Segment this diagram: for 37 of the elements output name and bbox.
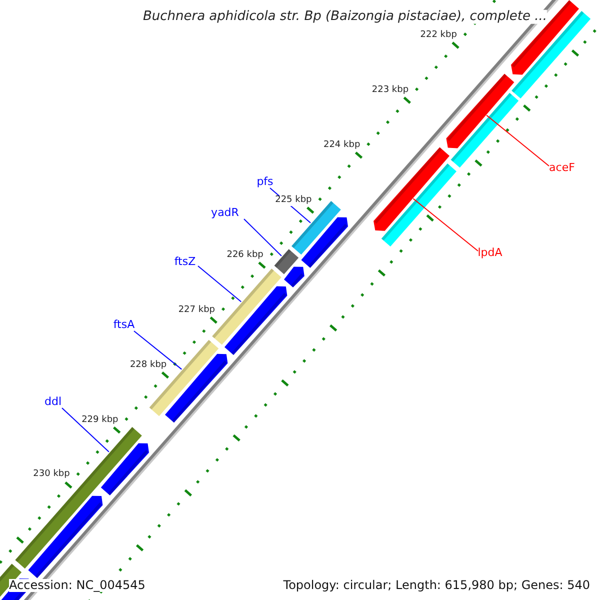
genome-info-text: Topology: circular; Length: 615,980 bp; Genes: 540: [283, 578, 590, 592]
gene-bar: [100, 443, 149, 496]
gene-bar: [446, 74, 514, 148]
gene-bar: [274, 249, 299, 274]
leader-line: [134, 330, 182, 370]
gene-bar: [381, 164, 456, 246]
gene-bar: [28, 496, 103, 578]
gene-label: yadR: [211, 206, 239, 220]
gene-bar: [165, 354, 228, 423]
scale-label: 229 kbp: [80, 416, 120, 426]
leader-line: [244, 218, 282, 256]
gene-bar: [284, 266, 304, 288]
gene-bar: [450, 92, 519, 168]
scale-label: 226 kbp: [226, 250, 264, 261]
gene-bar: [15, 427, 142, 569]
leader-line: [486, 114, 550, 166]
scale-label: 222 kbp: [419, 30, 458, 41]
leader-line: [412, 198, 478, 252]
scale-label: 225 kbp: [274, 196, 313, 206]
scale-label: 228 kbp: [128, 360, 168, 370]
gene-label: lpdA: [478, 246, 502, 260]
gene-bar: [149, 340, 219, 416]
gene-bar: [224, 286, 288, 355]
scale-label: 230 kbp: [32, 470, 71, 480]
gene-label: aceF: [549, 162, 575, 174]
gene-label: pfs: [256, 176, 274, 188]
leader-line: [62, 408, 110, 452]
gene-label: ddl: [44, 396, 62, 408]
gene-bar: [301, 217, 348, 268]
scale-label: 227 kbp: [177, 306, 216, 316]
scale-label: 223 kbp: [370, 86, 410, 96]
gene-label: ftsZ: [174, 256, 196, 268]
accession-text: Accession: NC_004545: [9, 578, 146, 592]
scale-label: 224 kbp: [322, 140, 362, 151]
gene-label: ftsA: [113, 318, 135, 332]
gene-bar: [374, 147, 450, 231]
map-title: Buchnera aphidicola str. Bp (Baizongia pistaciae), complete ...: [142, 10, 548, 24]
